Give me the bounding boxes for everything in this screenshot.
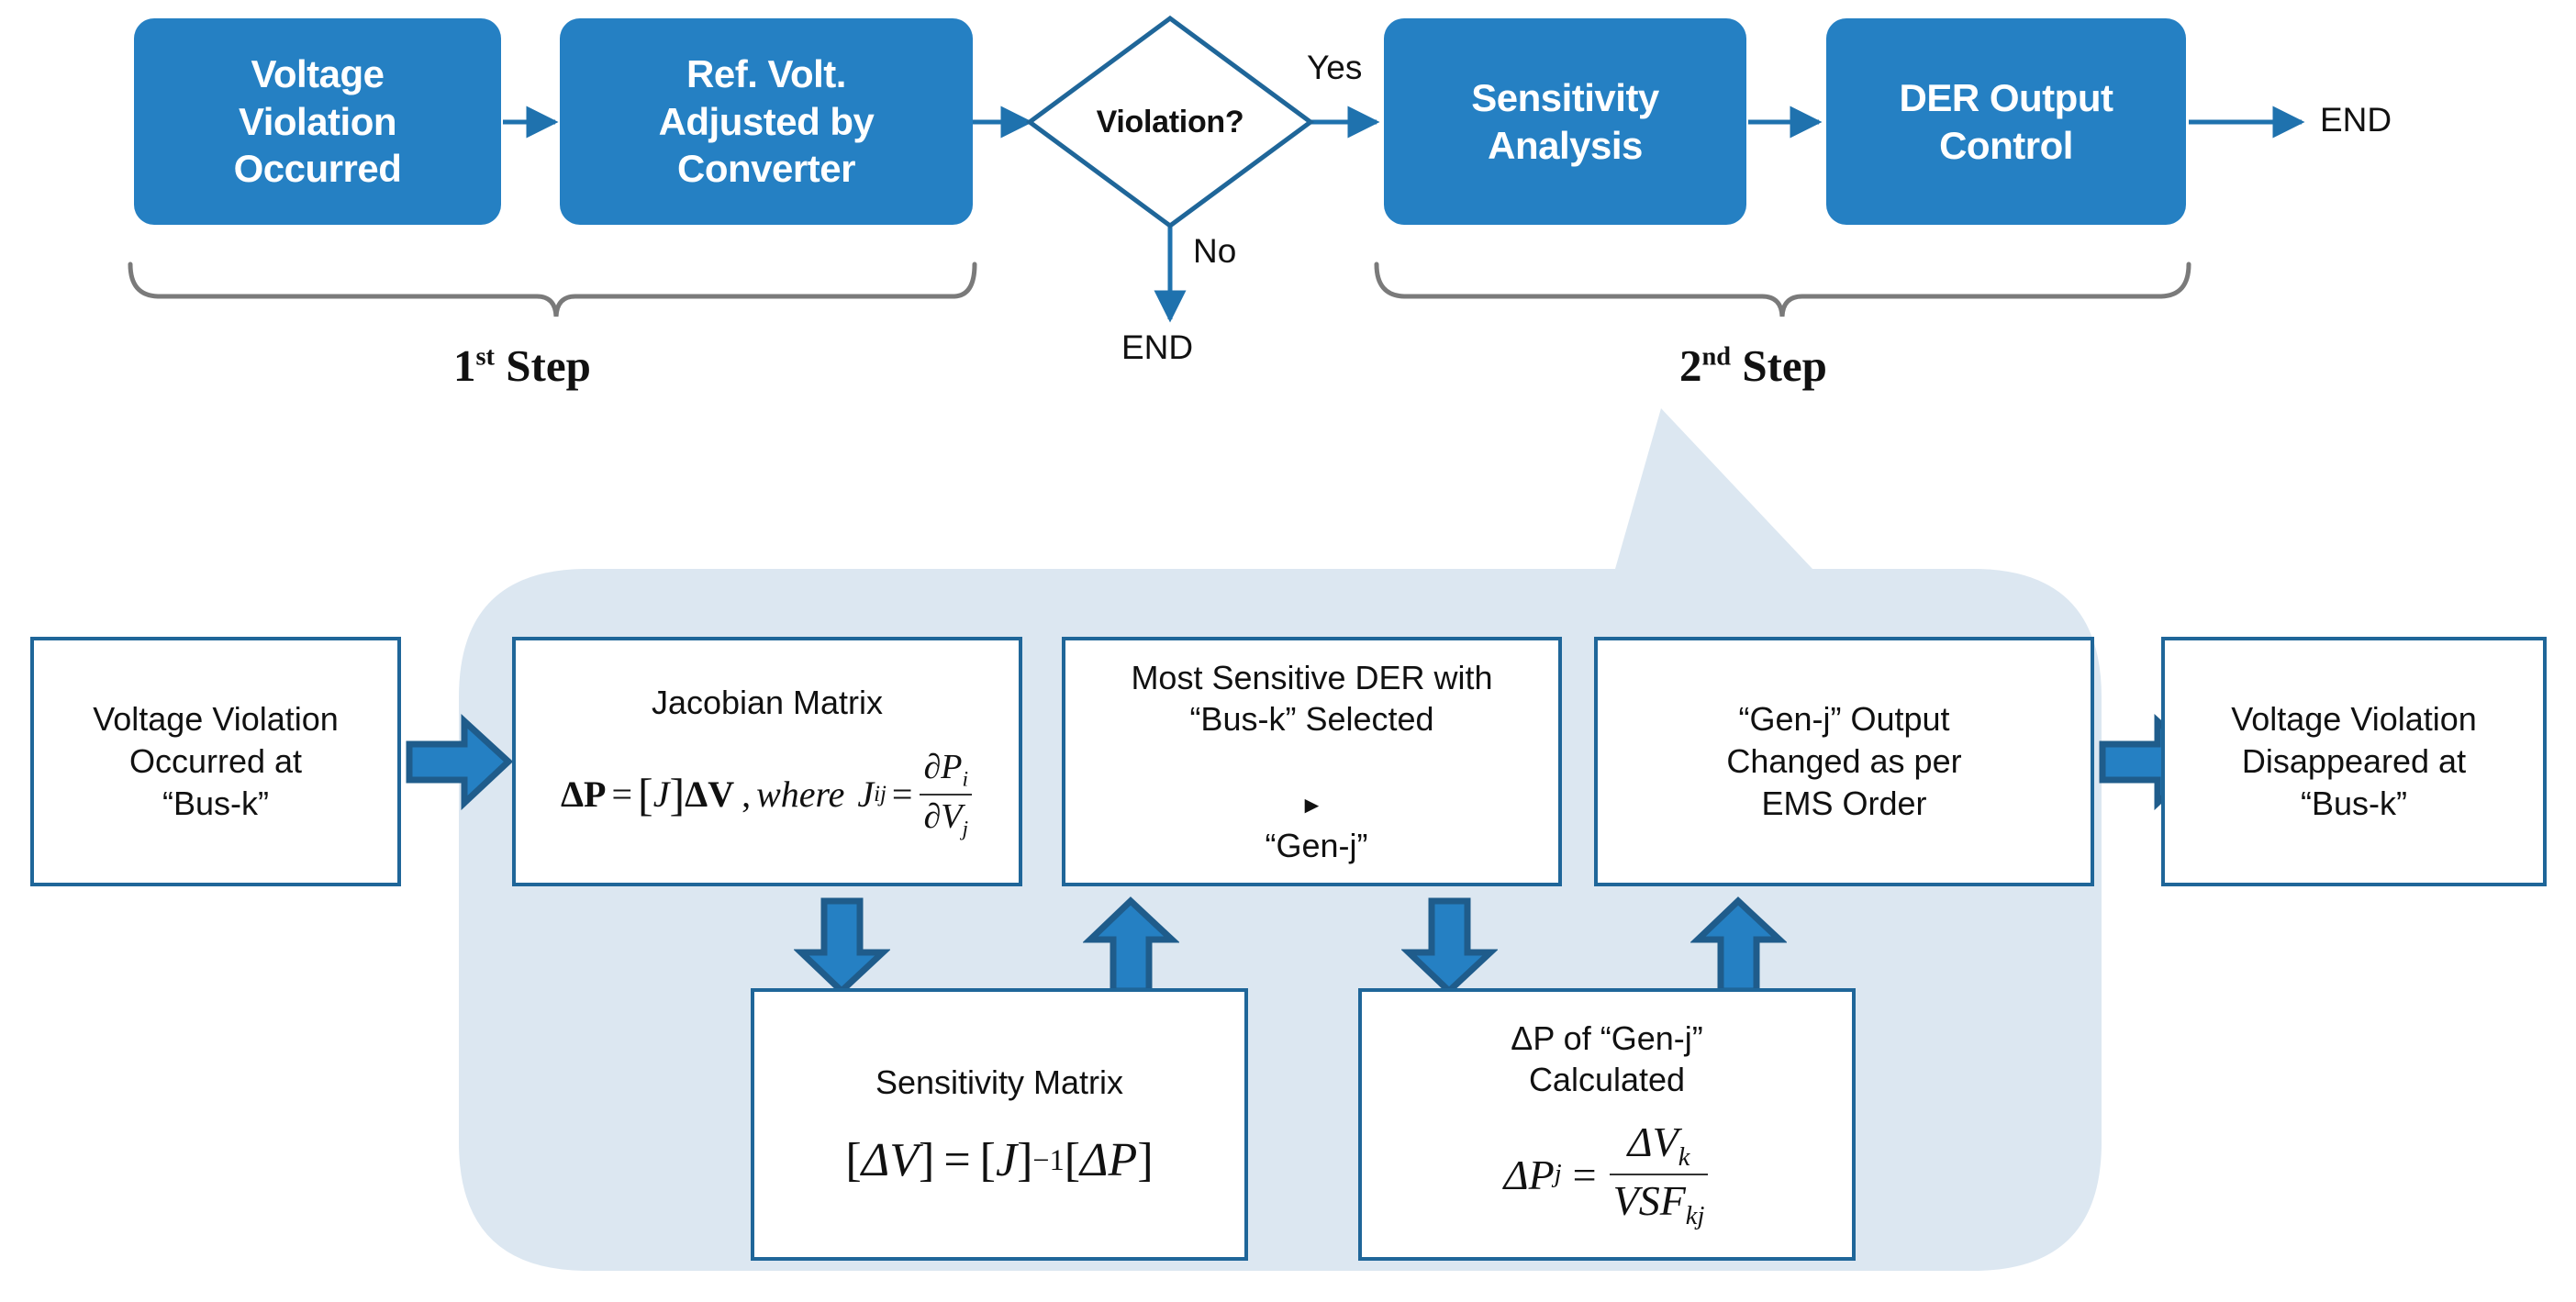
- denominator-text: ∂V: [923, 796, 963, 836]
- dp-denominator-sub: kj: [1685, 1202, 1705, 1231]
- der-line-3: “Gen-j”: [1265, 826, 1368, 864]
- sensitivity-matrix-formula: [ ΔV ] = [ J ]−1 [ ΔP ]: [845, 1133, 1153, 1187]
- der-line-1: Most Sensitive DER with: [1131, 658, 1493, 696]
- jacobian-title: Jacobian Matrix: [651, 683, 884, 721]
- formula-matrix-j: J: [652, 773, 670, 816]
- dp-denominator: VSFkj: [1609, 1174, 1709, 1231]
- block-arrow-up-2: [1690, 896, 1787, 995]
- formula-eq: =: [611, 773, 633, 816]
- denominator-sub: j: [962, 817, 969, 841]
- block-arrow-down-1: [794, 897, 890, 996]
- process-box-label: Sensitivity Analysis: [1471, 75, 1659, 167]
- sm-rb2: ]: [1017, 1133, 1033, 1186]
- branch-label-yes: Yes: [1307, 49, 1363, 86]
- sm-dv: ΔV: [861, 1133, 919, 1186]
- dp-denominator-text: VSF: [1612, 1177, 1686, 1225]
- der-line-2: “Bus-k” Selected: [1189, 700, 1434, 739]
- fraction-numerator: ∂Pi: [920, 747, 972, 794]
- formula-where: where: [756, 773, 845, 816]
- sm-lb1: [: [845, 1133, 862, 1186]
- dp-numerator: ΔVk: [1624, 1118, 1694, 1174]
- block-arrow-right-1: [406, 714, 514, 810]
- block-arrow-up-1: [1083, 896, 1179, 995]
- process-box-voltage-violation-occurred[interactable]: Voltage Violation Occurred: [134, 18, 501, 225]
- step-ordinal: nd: [1701, 342, 1732, 372]
- dp-numerator-sub: k: [1678, 1143, 1690, 1173]
- end-label-right: END: [2320, 101, 2392, 139]
- dp-lhs-sub: j: [1554, 1160, 1562, 1189]
- process-box-label: Voltage Violation Occurred: [233, 52, 402, 191]
- process-box-ref-volt-adjusted[interactable]: Ref. Volt. Adjusted by Converter: [560, 18, 973, 225]
- step-number: 2: [1679, 340, 1702, 391]
- sm-dp: ΔP: [1080, 1133, 1138, 1186]
- formula-comma: ,: [742, 773, 752, 816]
- sm-lb3: [: [1064, 1133, 1081, 1186]
- formula-eq2: =: [891, 773, 913, 816]
- sm-lb2: [: [979, 1133, 996, 1186]
- step-label-second: 2nd Step: [1679, 339, 1827, 392]
- detail-box-most-sensitive-der[interactable]: Most Sensitive DER with “Bus-k” Selected…: [1062, 637, 1562, 886]
- sm-exponent: −1: [1032, 1142, 1065, 1176]
- brace-first-step: [128, 262, 977, 317]
- formula-dv: ΔV: [685, 773, 735, 816]
- end-label-below: END: [1121, 328, 1194, 366]
- step-ordinal: st: [475, 342, 496, 372]
- detail-box-label: “Gen-j” Output Changed as per EMS Order: [1726, 700, 1962, 822]
- formula-bracket-close: ]: [669, 768, 686, 820]
- sm-j: J: [995, 1133, 1018, 1186]
- fraction-denominator: ∂Vj: [920, 793, 973, 842]
- formula-lhs: ΔP: [560, 773, 607, 816]
- sm-rb3: ]: [1137, 1133, 1154, 1186]
- step-word: Step: [495, 340, 591, 391]
- formula-bracket-open: [: [638, 768, 653, 820]
- numerator-sub: i: [962, 767, 969, 792]
- delta-p-title: ΔP of “Gen-j” Calculated: [1511, 1018, 1703, 1099]
- process-box-label: Ref. Volt. Adjusted by Converter: [658, 52, 875, 191]
- detail-box-violation-disappeared[interactable]: Voltage Violation Disappeared at “Bus-k”: [2161, 637, 2547, 886]
- dp-lhs: ΔP: [1503, 1151, 1555, 1198]
- decision-label: Violation?: [1096, 104, 1244, 139]
- der-line-3-row: ► “Gen-j”: [1255, 740, 1367, 866]
- decision-violation[interactable]: Violation?: [1030, 18, 1310, 226]
- block-arrow-down-2: [1401, 897, 1498, 996]
- process-box-sensitivity-analysis[interactable]: Sensitivity Analysis: [1384, 18, 1746, 225]
- step-word: Step: [1731, 340, 1827, 391]
- dp-fraction: ΔVk VSFkj: [1609, 1118, 1709, 1231]
- formula-jij: J: [857, 773, 875, 816]
- detail-box-label: Voltage Violation Occurred at “Bus-k”: [93, 700, 339, 822]
- dp-eq: =: [1572, 1151, 1597, 1198]
- detail-box-sensitivity-matrix[interactable]: Sensitivity Matrix [ ΔV ] = [ J ]−1 [ ΔP…: [751, 988, 1248, 1261]
- process-box-label: DER Output Control: [1899, 75, 2113, 167]
- triangle-bullet-icon: ►: [1299, 792, 1324, 818]
- branch-label-no: No: [1193, 232, 1237, 270]
- process-box-der-output-control[interactable]: DER Output Control: [1826, 18, 2186, 225]
- sm-eq: =: [943, 1133, 971, 1186]
- step-number: 1: [453, 340, 476, 391]
- formula-partial-fraction: ∂Pi ∂Vj: [920, 747, 973, 842]
- dp-numerator-text: ΔV: [1627, 1118, 1678, 1166]
- numerator-text: ∂P: [923, 748, 963, 787]
- brace-second-step: [1374, 262, 2191, 317]
- sensitivity-matrix-title: Sensitivity Matrix: [875, 1063, 1124, 1102]
- detail-box-label: Voltage Violation Disappeared at “Bus-k”: [2231, 700, 2477, 822]
- detail-box-gen-j-output-changed[interactable]: “Gen-j” Output Changed as per EMS Order: [1594, 637, 2094, 886]
- formula-jij-sub: ij: [874, 781, 887, 807]
- sm-rb1: ]: [918, 1133, 935, 1186]
- step-label-first: 1st Step: [453, 339, 591, 392]
- detail-box-violation-at-bus-k[interactable]: Voltage Violation Occurred at “Bus-k”: [30, 637, 401, 886]
